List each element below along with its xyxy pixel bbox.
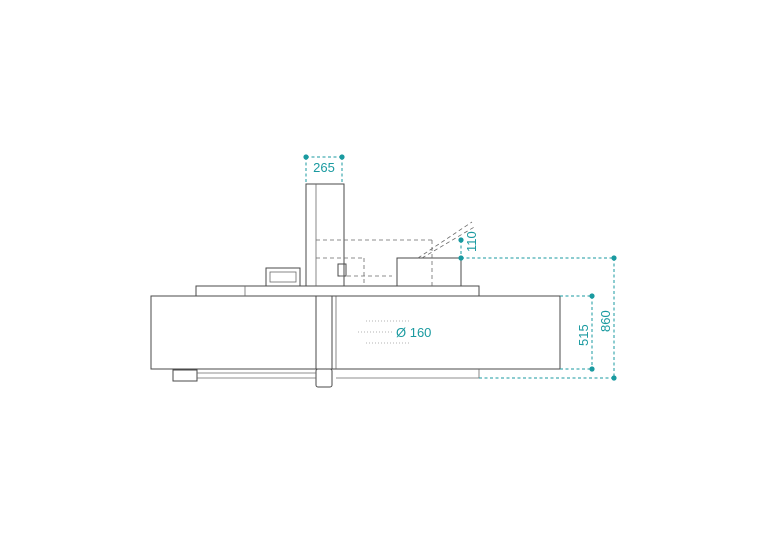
dim-110-dot-top [458, 237, 464, 243]
dimension-total-height: 860 [461, 255, 617, 381]
foot-rail [172, 369, 316, 382]
dim-860-dot-bottom [611, 375, 617, 381]
dim-860-label: 860 [598, 310, 613, 332]
column [305, 183, 347, 388]
body-outline [150, 295, 561, 370]
rail-end-block [172, 369, 198, 382]
column-foot [315, 368, 333, 388]
dimension-top-width: 265 [303, 154, 345, 184]
column-knob [337, 263, 347, 277]
diameter-label: Ø 160 [396, 325, 431, 340]
hidden-lid-angle-b [421, 225, 477, 259]
column-lower [315, 295, 333, 370]
cabinet-body [150, 295, 561, 379]
top-plate [195, 285, 480, 297]
dim-515-label: 515 [576, 324, 591, 346]
side-box [396, 257, 462, 287]
tap-block [265, 267, 301, 287]
dim-515-dot-bottom [589, 366, 595, 372]
dimension-body-height: 515 [560, 293, 595, 372]
dim-515-dot-top [589, 293, 595, 299]
dimension-lid-height: 110 [458, 231, 479, 261]
hidden-lid-angle-a [417, 221, 473, 259]
diameter-leaders [358, 320, 410, 344]
hidden-lines [316, 221, 477, 286]
dim-860-dot-top [611, 255, 617, 261]
tap-block-inner [269, 271, 297, 283]
column-outline [305, 183, 345, 287]
dim-110-label: 110 [464, 231, 479, 252]
dim-265-dot-right [339, 154, 345, 160]
dim-265-label: 265 [313, 160, 335, 175]
dim-265-dot-left [303, 154, 309, 160]
